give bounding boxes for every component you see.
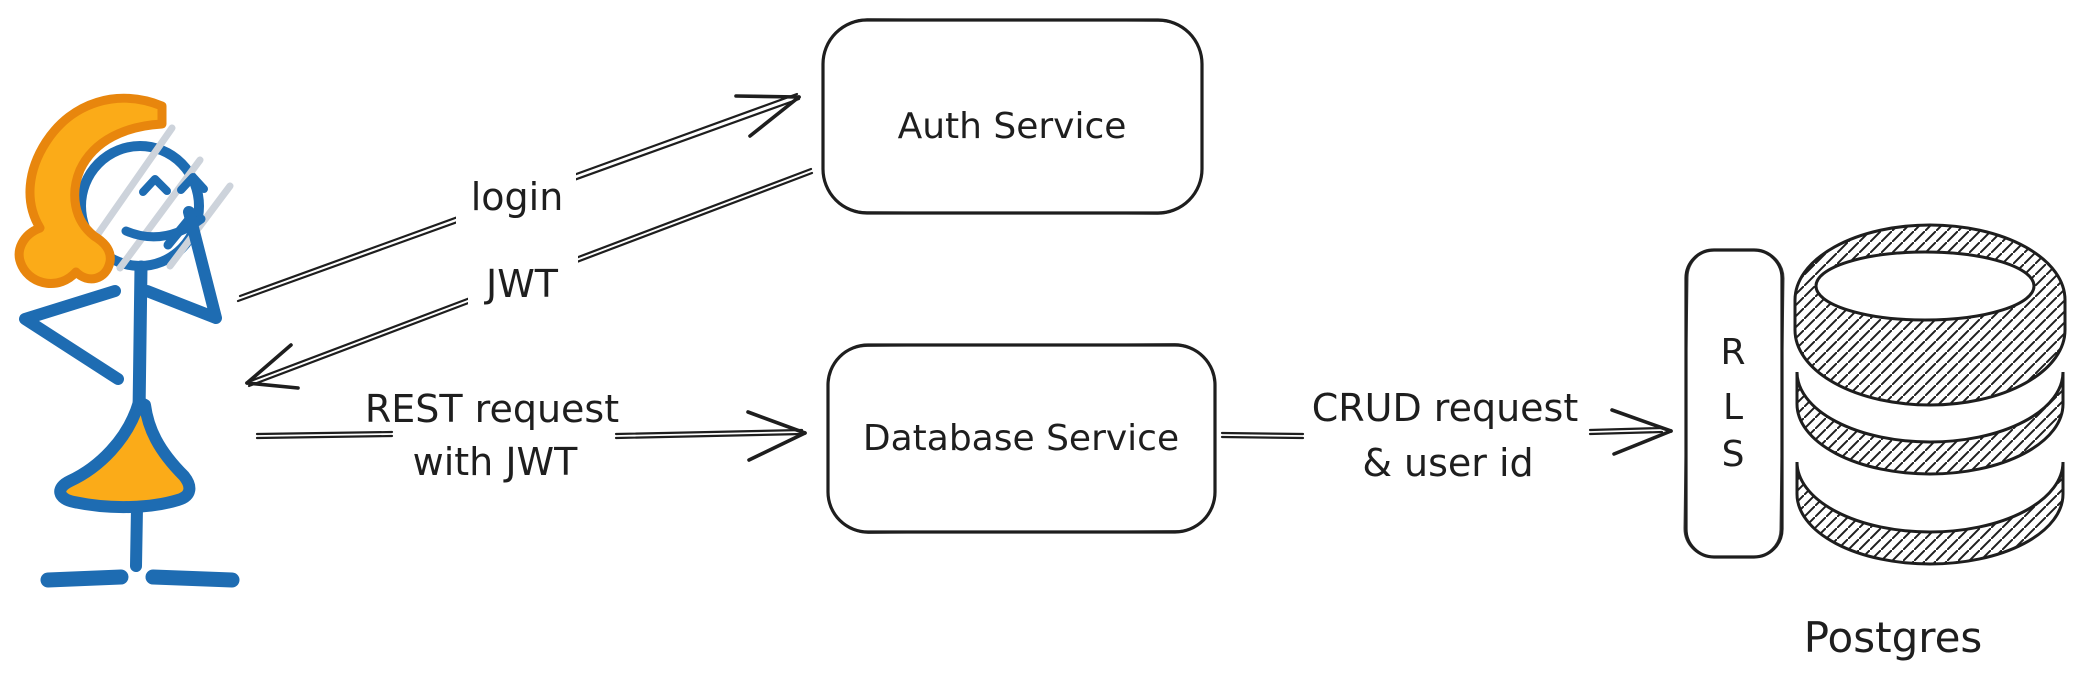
user-torso <box>132 260 148 420</box>
user-eye <box>177 173 208 194</box>
rls-letter-l: L <box>1723 387 1743 428</box>
cylinder-opening <box>1814 250 2036 322</box>
user-foot <box>40 569 129 588</box>
postgres-label: Postgres <box>1804 613 1983 662</box>
database-cylinder-icon <box>1793 223 2067 566</box>
user-hair <box>14 93 167 288</box>
rest-request-arrow <box>255 410 807 462</box>
user-leg <box>130 501 143 572</box>
rls-node: R L S <box>1683 248 1785 559</box>
user-face-line <box>80 124 176 258</box>
rls-letter-r: R <box>1720 332 1745 373</box>
user-hand <box>163 212 196 250</box>
rls-letter-s: S <box>1722 434 1745 475</box>
stick-figure-user-icon <box>14 93 240 588</box>
jwt-label-mask <box>468 256 578 308</box>
crud-request-label-line1: CRUD request <box>1312 386 1579 430</box>
cylinder-middle-segment <box>1795 371 2065 476</box>
user-face-line <box>166 182 234 270</box>
user-right-arm <box>141 206 222 324</box>
crud-request-label-line2: & user id <box>1362 441 1533 485</box>
login-arrow-label: login <box>471 175 564 219</box>
auth-service-label: Auth Service <box>898 106 1127 147</box>
crud-request-arrow <box>1220 408 1673 456</box>
user-eye <box>139 175 171 196</box>
user-skirt <box>54 396 196 514</box>
rest-request-label-line2: with JWT <box>413 440 578 484</box>
database-service-node: Database Service <box>826 343 1217 534</box>
rest-request-label-line1: REST request <box>365 387 619 431</box>
user-foot <box>145 569 240 588</box>
jwt-arrow-label: JWT <box>484 262 559 306</box>
login-label-mask <box>456 166 576 224</box>
user-left-arm <box>19 285 124 385</box>
auth-service-node: Auth Service <box>821 18 1204 215</box>
database-service-label: Database Service <box>863 418 1179 459</box>
cylinder-bottom-segment <box>1795 461 2065 566</box>
